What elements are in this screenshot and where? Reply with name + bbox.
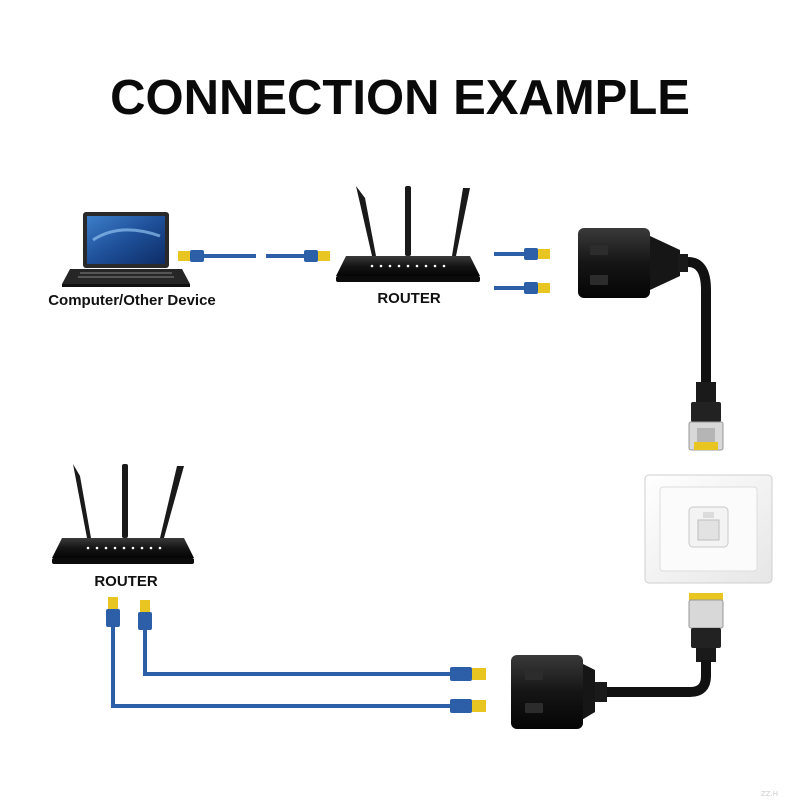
ethernet-cable-bottom-1: [106, 597, 486, 713]
computer-label: Computer/Other Device: [48, 292, 216, 309]
page-title: CONNECTION EXAMPLE: [110, 71, 690, 125]
laptop-icon: [62, 212, 190, 287]
router-top-label: ROUTER: [377, 290, 441, 307]
router-bottom-label: ROUTER: [94, 573, 158, 590]
ethernet-cable-laptop-router: [178, 250, 330, 262]
ethernet-cable-bottom-2: [138, 600, 486, 681]
ethernet-cable-router-splitter-1: [494, 248, 550, 260]
splitter-bottom-icon: [511, 593, 724, 729]
router-bottom-icon: [52, 464, 194, 564]
ethernet-cable-router-splitter-2: [494, 282, 550, 294]
wall-plate-icon: [644, 474, 773, 584]
splitter-top-icon: [578, 228, 724, 451]
router-top-icon: [336, 186, 480, 282]
watermark-mark: ZZ.H: [761, 790, 778, 798]
